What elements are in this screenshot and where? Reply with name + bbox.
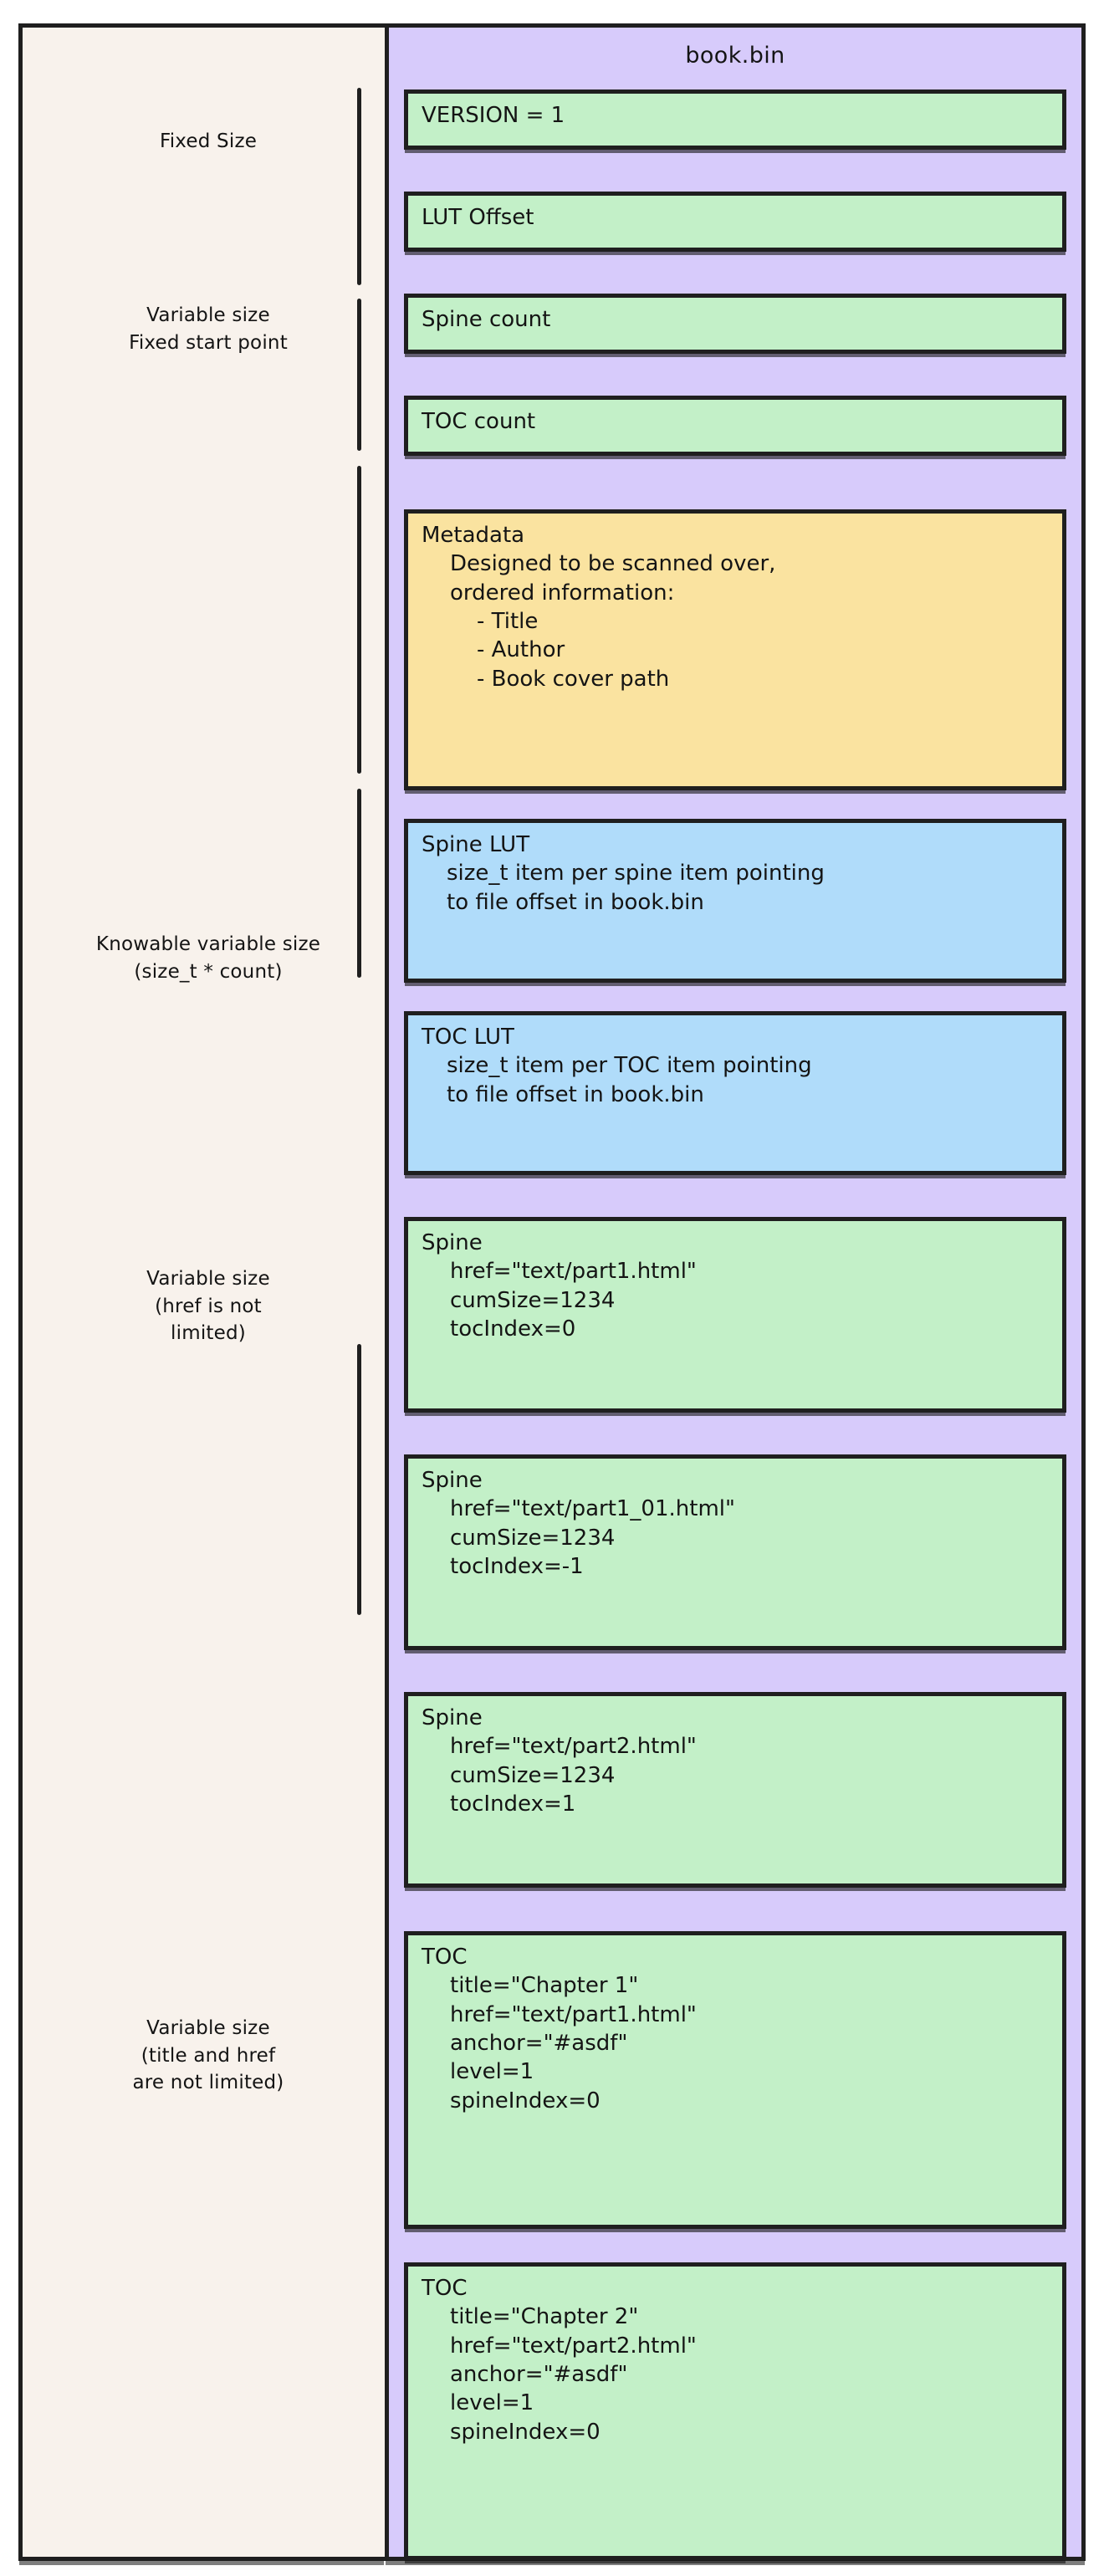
block-version[interactable]: VERSION = 1 xyxy=(404,89,1066,150)
block-metadata-fields: - Title - Author - Book cover path xyxy=(477,608,670,692)
group-label-variable-title-href: Variable size (title and href are not li… xyxy=(132,2017,284,2094)
group-label-variable-href: Variable size (href is not limited) xyxy=(146,1268,270,1345)
file-panel: book.bin VERSION = 1 LUT Offset Spine co… xyxy=(385,23,1086,2561)
block-spine-lut[interactable]: Spine LUT size_t item per spine item poi… xyxy=(404,819,1066,983)
block-spine-2-label: Spine xyxy=(422,1468,483,1493)
block-lut-offset[interactable]: LUT Offset xyxy=(404,192,1066,252)
file-title: book.bin xyxy=(685,43,785,69)
block-toc-lut-label: TOC LUT xyxy=(422,1025,514,1050)
block-toc-lut[interactable]: TOC LUT size_t item per TOC item pointin… xyxy=(404,1011,1066,1175)
block-spine-count[interactable]: Spine count xyxy=(404,294,1066,354)
block-toc-count-label: TOC count xyxy=(422,409,536,434)
group-label-fixed-size: Fixed Size xyxy=(159,130,258,152)
block-toc-2[interactable]: TOC title="Chapter 2" href="text/part2.h… xyxy=(404,2262,1066,2560)
block-toc-count[interactable]: TOC count xyxy=(404,396,1066,456)
block-metadata-label: Metadata xyxy=(422,523,525,548)
block-toc-lut-description: size_t item per TOC item pointing to fil… xyxy=(447,1053,812,1107)
block-version-label: VERSION = 1 xyxy=(422,103,565,128)
block-spine-lut-description: size_t item per spine item pointing to f… xyxy=(447,861,825,915)
block-spine-3[interactable]: Spine href="text/part2.html" cumSize=123… xyxy=(404,1692,1066,1888)
bracket-variable-fixed-start xyxy=(357,299,361,451)
bracket-knowable-variable xyxy=(357,466,361,774)
block-metadata-description: Designed to be scanned over, ordered inf… xyxy=(450,551,776,606)
block-spine-1-fields: href="text/part1.html" cumSize=1234 tocI… xyxy=(450,1259,697,1342)
block-toc-2-label: TOC xyxy=(422,2276,468,2301)
block-spine-3-fields: href="text/part2.html" cumSize=1234 tocI… xyxy=(450,1734,697,1817)
block-list: VERSION = 1 LUT Offset Spine count TOC c… xyxy=(404,28,1066,2560)
bracket-variable-title-href xyxy=(357,1344,361,1615)
group-label-knowable-variable: Knowable variable size (size_t * count) xyxy=(95,933,321,983)
block-spine-1[interactable]: Spine href="text/part1.html" cumSize=123… xyxy=(404,1217,1066,1413)
bracket-variable-href xyxy=(357,789,361,978)
block-toc-1[interactable]: TOC title="Chapter 1" href="text/part1.h… xyxy=(404,1931,1066,2229)
block-toc-2-fields: title="Chapter 2" href="text/part2.html"… xyxy=(450,2304,697,2445)
block-toc-1-fields: title="Chapter 1" href="text/part1.html"… xyxy=(450,1973,697,2113)
block-metadata[interactable]: Metadata Designed to be scanned over, or… xyxy=(404,509,1066,790)
block-spine-3-label: Spine xyxy=(422,1705,483,1730)
block-spine-lut-label: Spine LUT xyxy=(422,832,530,857)
annotations-panel: Fixed Size Variable size Fixed start poi… xyxy=(18,23,385,2561)
block-lut-offset-label: LUT Offset xyxy=(422,205,534,230)
group-label-variable-fixed-start: Variable size Fixed start point xyxy=(129,304,288,354)
block-spine-count-label: Spine count xyxy=(422,307,551,332)
block-spine-2-fields: href="text/part1_01.html" cumSize=1234 t… xyxy=(450,1496,735,1579)
block-toc-1-label: TOC xyxy=(422,1945,468,1970)
block-spine-2[interactable]: Spine href="text/part1_01.html" cumSize=… xyxy=(404,1454,1066,1650)
bracket-fixed-size xyxy=(357,88,361,285)
block-spine-1-label: Spine xyxy=(422,1230,483,1255)
